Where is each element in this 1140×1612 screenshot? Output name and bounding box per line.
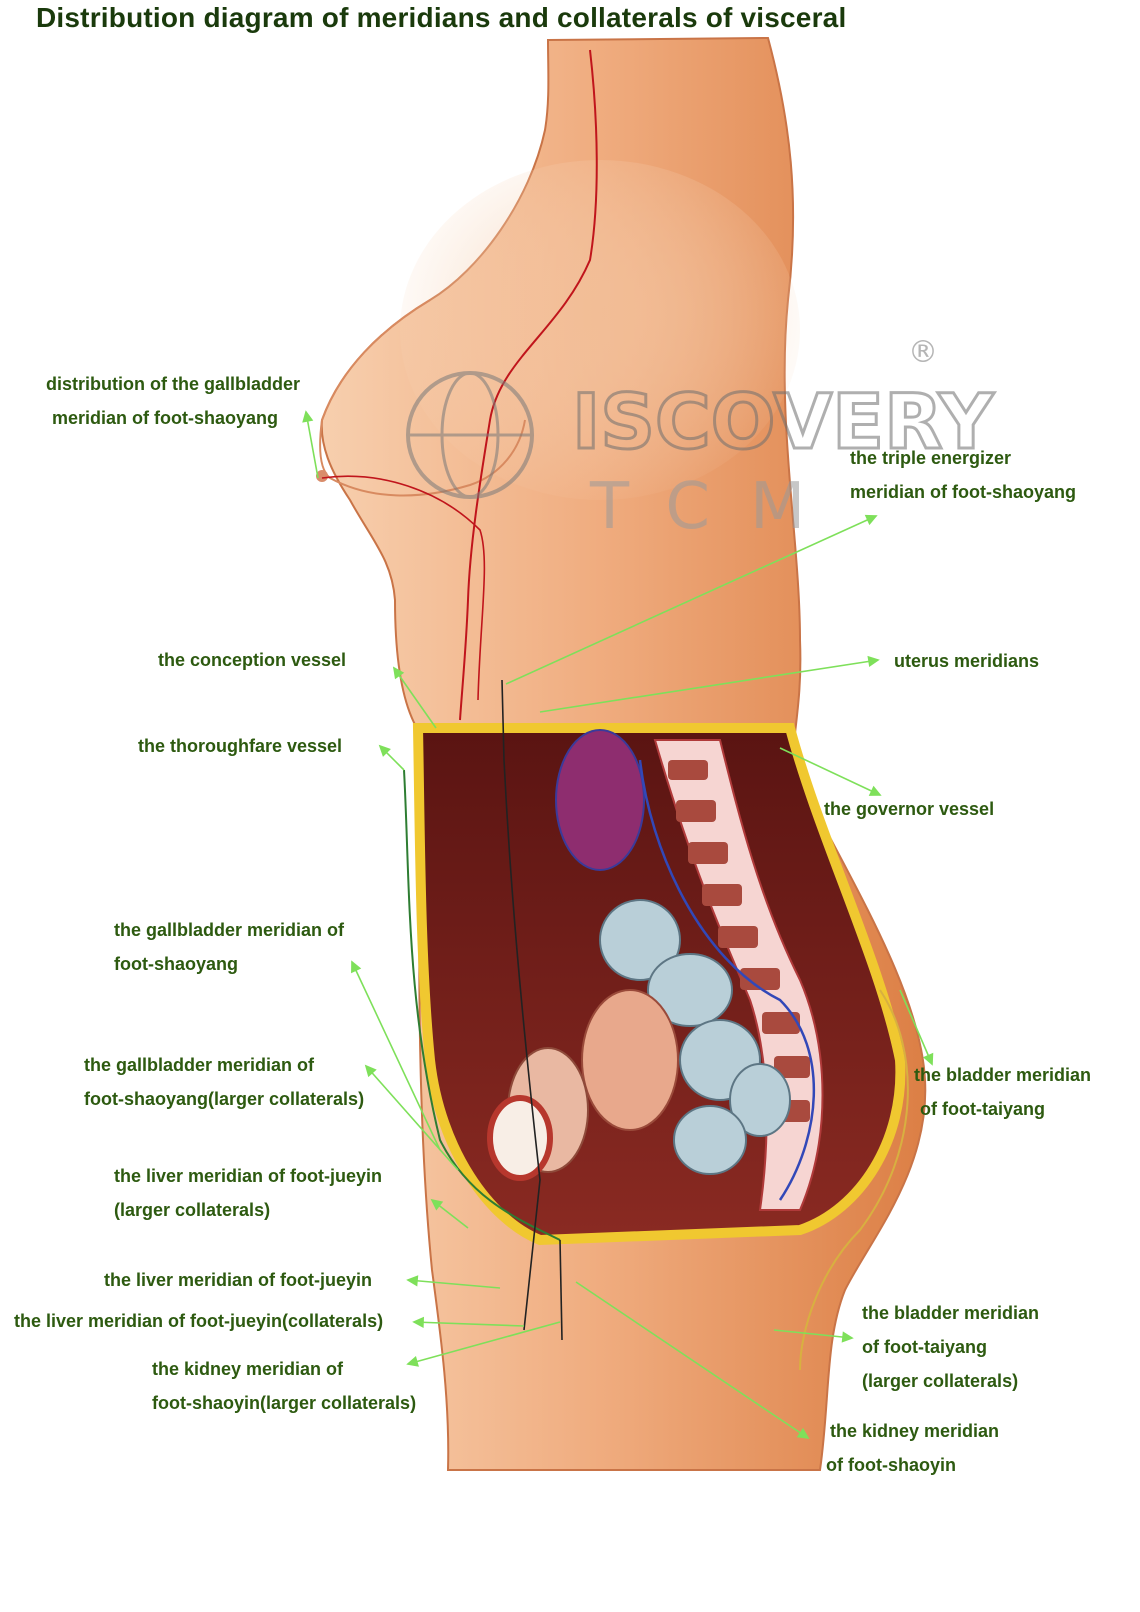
label-line: uterus meridians bbox=[894, 651, 1040, 671]
label-line: of foot-taiyang bbox=[862, 1337, 987, 1357]
watermark: ISCOVERY TCM ® bbox=[406, 335, 996, 544]
label-bladder-larger: the bladder meridian of foot-taiyang (la… bbox=[862, 1296, 1039, 1398]
pointer-line bbox=[505, 515, 877, 685]
label-kidney-meridian: the kidney meridian of foot-shaoyin bbox=[826, 1414, 1000, 1482]
label-line: the triple energizer bbox=[850, 448, 1012, 468]
label-line: the gallbladder meridian of bbox=[114, 920, 345, 940]
label-line: the liver meridian of foot-jueyin bbox=[114, 1166, 383, 1186]
pointer-lines bbox=[302, 410, 934, 1440]
label-line: the liver meridian of foot-jueyin(collat… bbox=[14, 1311, 384, 1331]
watermark-mark: ® bbox=[908, 335, 938, 370]
pubic-bone bbox=[487, 1095, 553, 1181]
label-line: meridian of foot-shaoyang bbox=[850, 482, 1077, 502]
pointer-arrowhead bbox=[430, 1198, 444, 1211]
pointer-line bbox=[351, 961, 441, 1151]
label-line: the thoroughfare vessel bbox=[138, 736, 343, 756]
label-gallbladder-distribution: distribution of the gallbladder meridian… bbox=[46, 367, 300, 435]
bladder-back-line bbox=[799, 989, 909, 1371]
label-line: meridian of foot-shaoyang bbox=[52, 408, 279, 428]
pointer-arrowhead bbox=[412, 1316, 425, 1328]
pointer-line bbox=[575, 1281, 809, 1439]
label-line: the gallbladder meridian of bbox=[84, 1055, 315, 1075]
green-vessel-front bbox=[403, 769, 561, 1241]
label-conception-vessel: the conception vessel bbox=[158, 643, 346, 677]
label-line: of foot-taiyang bbox=[920, 1099, 1045, 1119]
label-triple-energizer: the triple energizer meridian of foot-sh… bbox=[850, 441, 1076, 509]
vertebrae bbox=[668, 760, 810, 1122]
label-line: foot-shaoyin(larger collaterals) bbox=[152, 1393, 417, 1413]
label-liver-collaterals: the liver meridian of foot-jueyin(collat… bbox=[14, 1304, 383, 1338]
pointer-line bbox=[393, 667, 437, 729]
blue-vessel bbox=[638, 759, 815, 1201]
chest-highlight bbox=[400, 160, 800, 500]
uterus-organ bbox=[581, 989, 679, 1131]
pointer-arrowhead bbox=[406, 1355, 419, 1367]
pointer-arrowhead bbox=[392, 666, 405, 680]
meridian-thread-2 bbox=[559, 1239, 563, 1341]
page-title: Distribution diagram of meridians and co… bbox=[36, 2, 847, 33]
label-liver-larger: the liver meridian of foot-jueyin (large… bbox=[114, 1159, 382, 1227]
pointer-arrowhead bbox=[922, 1052, 934, 1066]
label-bladder-meridian: the bladder meridian of foot-taiyang bbox=[914, 1058, 1091, 1126]
pointer-line bbox=[305, 411, 319, 479]
pointer-arrowhead bbox=[351, 960, 362, 974]
pointer-line bbox=[779, 747, 881, 796]
label-line: the bladder meridian bbox=[914, 1065, 1092, 1085]
pointer-arrowhead bbox=[867, 655, 880, 668]
label-line: of foot-shaoyin bbox=[826, 1455, 956, 1475]
watermark-sub: TCM bbox=[589, 470, 845, 544]
nipple bbox=[316, 470, 328, 482]
label-gallbladder-larger: the gallbladder meridian of foot-shaoyan… bbox=[84, 1048, 364, 1116]
intestines bbox=[599, 899, 791, 1175]
pointer-line bbox=[407, 1279, 501, 1289]
pointer-line bbox=[407, 1321, 561, 1365]
label-line: (larger collaterals) bbox=[862, 1371, 1019, 1391]
pointer-arrowhead bbox=[378, 744, 391, 757]
label-line: the liver meridian of foot-jueyin bbox=[104, 1270, 373, 1290]
label-kidney-larger: the kidney meridian of foot-shaoyin(larg… bbox=[152, 1352, 416, 1420]
pointer-arrowhead bbox=[841, 1331, 854, 1343]
pointer-arrowhead bbox=[364, 1064, 377, 1078]
pointer-arrowhead bbox=[302, 410, 314, 423]
label-liver-meridian: the liver meridian of foot-jueyin bbox=[104, 1263, 372, 1297]
label-line: the conception vessel bbox=[158, 650, 347, 670]
pointer-arrowhead bbox=[864, 514, 878, 526]
pointer-line bbox=[365, 1065, 459, 1171]
label-line: distribution of the gallbladder bbox=[46, 374, 300, 394]
label-line: foot-shaoyang bbox=[114, 954, 238, 974]
watermark-brand: ISCOVERY bbox=[572, 377, 994, 466]
red-meridian-branch bbox=[321, 475, 486, 701]
label-line: the bladder meridian bbox=[862, 1303, 1040, 1323]
pointer-line bbox=[899, 989, 933, 1065]
label-gallbladder-meridian: the gallbladder meridian of foot-shaoyan… bbox=[114, 913, 344, 981]
kidney-organ bbox=[555, 729, 645, 871]
pointer-arrowhead bbox=[796, 1427, 810, 1440]
label-thoroughfare-vessel: the thoroughfare vessel bbox=[138, 729, 342, 763]
label-line: the kidney meridian of bbox=[152, 1359, 344, 1379]
pointer-arrowhead bbox=[868, 785, 882, 796]
breast-contour bbox=[319, 299, 526, 497]
pointer-arrowhead bbox=[406, 1275, 419, 1287]
label-governor-vessel: the governor vessel bbox=[824, 792, 994, 826]
label-uterus-meridians: uterus meridians bbox=[894, 644, 1039, 678]
pointer-line bbox=[413, 1321, 525, 1327]
label-line: (larger collaterals) bbox=[114, 1200, 271, 1220]
pointer-line bbox=[773, 1329, 853, 1339]
label-line: the kidney meridian bbox=[830, 1421, 1000, 1441]
label-line: foot-shaoyang(larger collaterals) bbox=[84, 1089, 365, 1109]
meridian-thread bbox=[501, 679, 541, 1331]
label-line: the governor vessel bbox=[824, 799, 995, 819]
pointer-line bbox=[539, 659, 879, 713]
